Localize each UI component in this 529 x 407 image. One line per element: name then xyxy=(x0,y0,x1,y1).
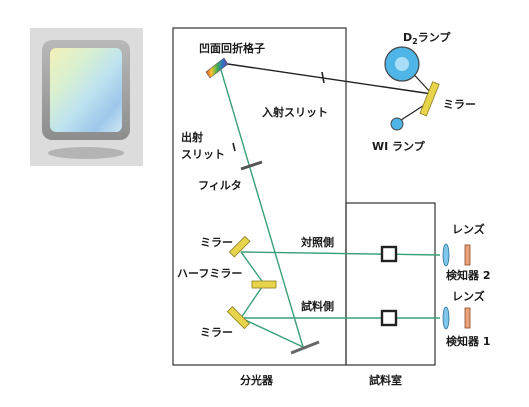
lens-lower-label: レンズ xyxy=(452,289,485,303)
wi-lamp-icon xyxy=(390,117,404,131)
half-mirror-label: ハーフミラー xyxy=(177,267,242,280)
exit-slit-label-1: 出射 xyxy=(181,130,203,144)
lens-upper-label: レンズ xyxy=(452,222,485,236)
reference-side-label: 対照側 xyxy=(300,235,334,249)
mirror-lower xyxy=(226,306,250,330)
detector-1-icon xyxy=(464,307,471,329)
lamp-mirror xyxy=(419,81,440,117)
sample-side-label: 試料側 xyxy=(301,299,334,313)
spectrometer-label: 分光器 xyxy=(240,373,274,387)
bottom-mirror xyxy=(290,340,320,355)
sample-chamber-box xyxy=(345,202,436,366)
wi-lamp-label: WI ランプ xyxy=(372,139,426,153)
entrance-slit-label: 入射スリット xyxy=(262,105,328,119)
lamp-beam xyxy=(220,62,433,95)
detector-2-label: 検知器 2 xyxy=(446,268,490,282)
green-beam-path xyxy=(220,69,441,348)
mirror-upper-label: ミラー xyxy=(200,236,233,249)
rainbow-grating-icon xyxy=(205,57,229,79)
entrance-slit-mark xyxy=(321,71,325,84)
reference-cell xyxy=(380,245,398,263)
detector-2-icon xyxy=(464,244,471,266)
filter-label: フィルタ xyxy=(198,179,242,192)
sample-chamber-label: 試料室 xyxy=(369,373,402,387)
exit-slit-mark xyxy=(232,142,236,152)
filter-element xyxy=(240,160,263,171)
grating-photo xyxy=(30,28,143,166)
spectrometer-box xyxy=(172,27,347,366)
detector-1-label: 検知器 1 xyxy=(446,334,490,348)
grating-label: 凹面回折格子 xyxy=(199,41,265,55)
d2-lamp-glow xyxy=(395,57,409,71)
half-mirror xyxy=(251,280,277,289)
sample-cell xyxy=(380,309,398,327)
concave-grating-photo xyxy=(30,28,143,166)
mirror-lower-label: ミラー xyxy=(200,326,233,339)
d2-lamp-label: D2ランプ xyxy=(403,30,451,46)
lens-lower-icon xyxy=(442,306,450,330)
lens-upper-icon xyxy=(442,243,450,267)
exit-slit-label-2: スリット xyxy=(181,148,225,161)
mirror-upper xyxy=(228,235,251,258)
lamp-mirror-label: ミラー xyxy=(443,98,476,111)
